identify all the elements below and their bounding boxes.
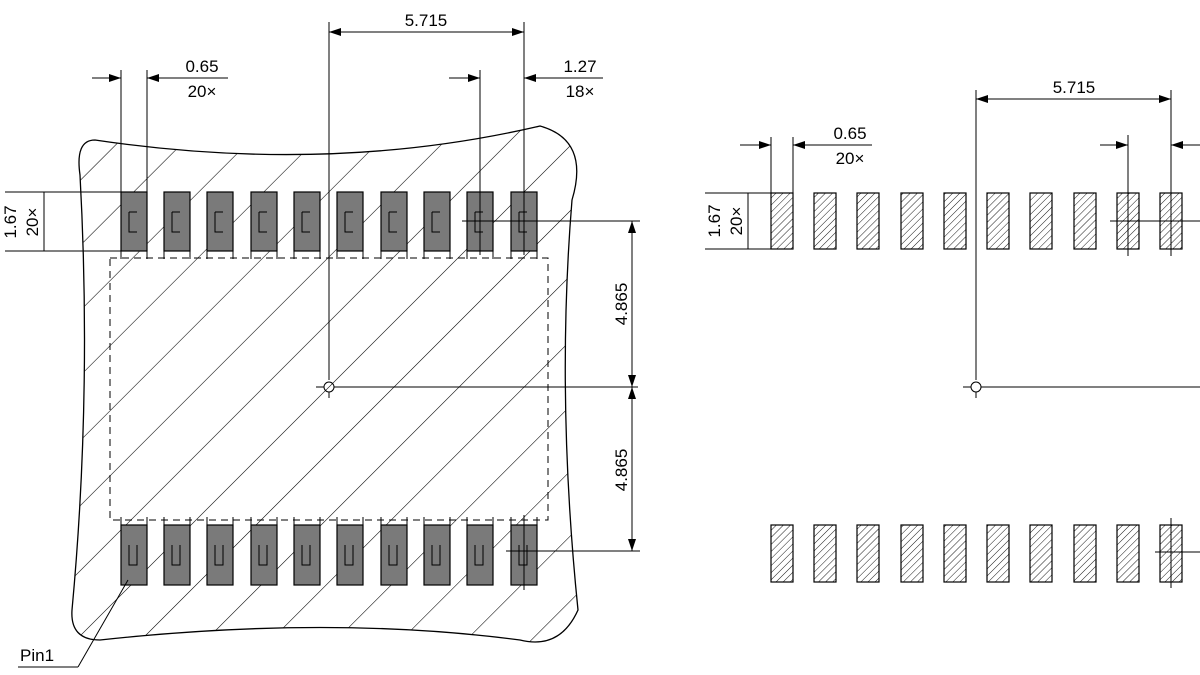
- dim-row-offset-bottom: 4.865: [612, 387, 636, 551]
- dim-pad-height-count: 20×: [23, 208, 42, 237]
- bottom-pad-row: [120, 524, 538, 586]
- dim-pad-height-right: 1.67 20×: [705, 192, 771, 250]
- land: [813, 192, 837, 250]
- land: [1073, 192, 1097, 250]
- pad: [293, 191, 321, 252]
- dim-pad-width-left: 0.65 20×: [92, 57, 228, 192]
- right-top-pad-row: [770, 192, 1183, 250]
- dim-row-offset-bottom-label: 4.865: [612, 449, 631, 492]
- dim-5715-right: 5.715: [976, 78, 1171, 103]
- pad: [380, 524, 408, 586]
- right-view: 5.715 0.65 20× 1.67 20×: [705, 78, 1200, 588]
- center-lines: [316, 22, 640, 590]
- lead-stubs: [120, 251, 538, 525]
- dim-5715-right-label: 5.715: [1053, 78, 1096, 97]
- pad-pin1: [120, 524, 148, 586]
- right-bottom-pad-row: [770, 524, 1183, 583]
- dim-pad-height-right-label: 1.67: [705, 204, 724, 237]
- pad: [250, 191, 278, 252]
- land: [813, 524, 837, 583]
- pad: [206, 191, 234, 252]
- dim-5715-label: 5.715: [405, 11, 448, 30]
- pad: [423, 191, 451, 252]
- pad: [293, 524, 321, 586]
- thermal-pad-dashed-outline: [109, 257, 549, 521]
- dim-pad-height-left: 1.67 20×: [1, 191, 121, 252]
- pad: [380, 191, 408, 252]
- dim-pad-pitch-left: 1.27 18×: [449, 57, 603, 101]
- pad: [163, 524, 191, 586]
- land: [770, 192, 794, 250]
- land: [770, 524, 794, 583]
- left-view: 5.715 0.65 20× 1.27 18× 1.67: [1, 11, 640, 668]
- land: [943, 524, 967, 583]
- pin1-callout: Pin1: [18, 579, 129, 668]
- land: [986, 524, 1010, 583]
- land: [1116, 524, 1140, 583]
- land: [1029, 192, 1053, 250]
- pin1-label: Pin1: [20, 646, 54, 665]
- pad: [466, 524, 494, 586]
- dim-pad-width-label: 0.65: [185, 57, 218, 76]
- dim-pad-height-right-count: 20×: [727, 207, 746, 236]
- land: [900, 192, 924, 250]
- pad: [250, 524, 278, 586]
- dim-pad-height-label: 1.67: [1, 205, 20, 238]
- land: [1029, 524, 1053, 583]
- dim-pad-pitch-label: 1.27: [563, 57, 596, 76]
- dim-5715-left: 5.715: [329, 11, 524, 36]
- pad: [336, 524, 364, 586]
- dim-pad-width-right-count: 20×: [836, 149, 865, 168]
- land: [900, 524, 924, 583]
- dim-row-offset-top-label: 4.865: [612, 283, 631, 326]
- dim-pad-pitch-count: 18×: [566, 82, 595, 101]
- dim-pad-pitch-right: [1100, 141, 1200, 149]
- land: [943, 192, 967, 250]
- dim-pad-width-count: 20×: [188, 82, 217, 101]
- pad: [163, 191, 191, 252]
- dim-pad-width-right: 0.65 20×: [740, 124, 872, 193]
- land: [986, 192, 1010, 250]
- land: [856, 524, 880, 583]
- land: [856, 192, 880, 250]
- pad: [206, 524, 234, 586]
- dim-row-offset-top: 4.865: [612, 221, 636, 387]
- land: [1073, 524, 1097, 583]
- dim-pad-width-right-label: 0.65: [833, 124, 866, 143]
- pad: [336, 191, 364, 252]
- pad: [423, 524, 451, 586]
- right-center-lines: [963, 90, 1200, 588]
- pad: [120, 191, 148, 252]
